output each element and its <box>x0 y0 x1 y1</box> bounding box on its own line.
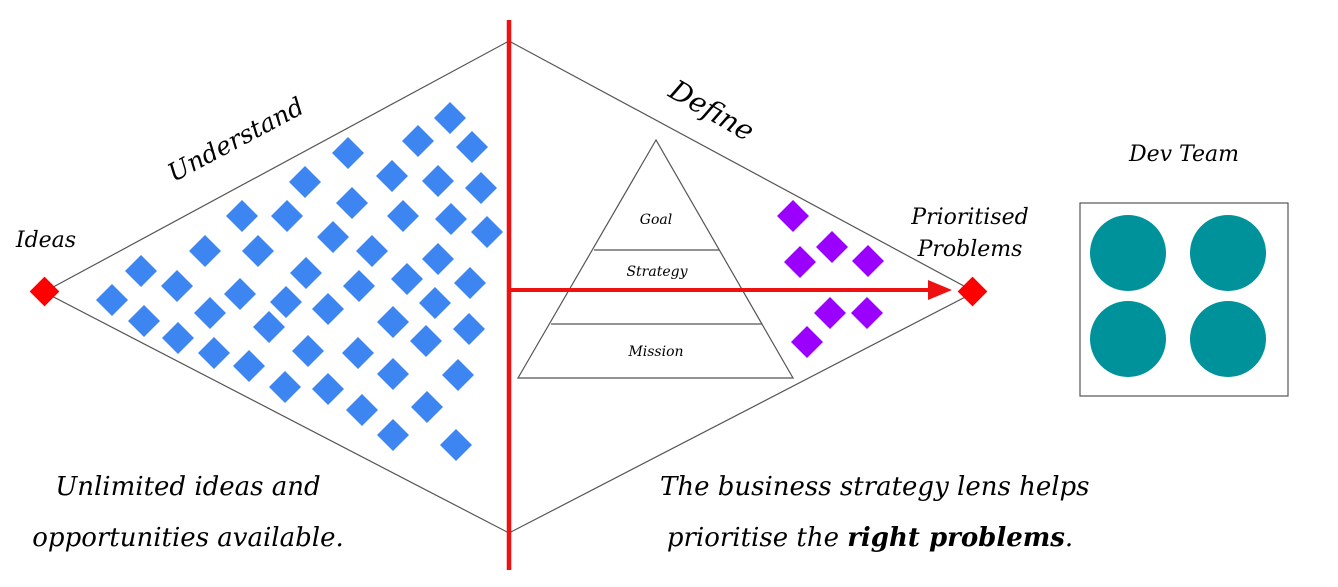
idea-diamond <box>292 335 324 367</box>
idea-diamond <box>269 371 301 403</box>
problem-diamond <box>851 297 883 329</box>
idea-diamond <box>376 160 408 192</box>
idea-diamond <box>198 337 230 369</box>
idea-diamond <box>194 297 226 329</box>
left-caption-line1: Unlimited ideas and <box>55 472 321 502</box>
idea-diamond <box>356 235 388 267</box>
left-caption: Unlimited ideas and opportunities availa… <box>28 462 348 564</box>
idea-diamond <box>411 391 443 423</box>
idea-diamond <box>422 243 454 275</box>
pyramid-goal-label: Goal <box>640 212 672 228</box>
idea-diamond <box>161 270 193 302</box>
team-member-circle <box>1190 301 1266 377</box>
idea-diamond <box>312 373 344 405</box>
idea-diamond <box>435 203 467 235</box>
ideas-endpoint-diamond <box>29 276 60 307</box>
left-caption-line2: opportunities available. <box>32 523 344 553</box>
idea-diamond <box>128 305 160 337</box>
problem-diamond <box>784 246 816 278</box>
prioritised-label-line1: Prioritised <box>910 205 1028 230</box>
pyramid-strategy-label: Strategy <box>626 264 688 280</box>
idea-diamond <box>189 235 221 267</box>
idea-diamond <box>471 216 503 248</box>
idea-diamond <box>377 419 409 451</box>
dev-team-members <box>1090 215 1266 377</box>
idea-diamond <box>410 325 442 357</box>
idea-diamond <box>342 337 374 369</box>
prioritise-arrow <box>509 280 952 300</box>
idea-diamond <box>336 187 368 219</box>
problem-diamond <box>791 326 823 358</box>
ideas-cluster <box>96 102 503 461</box>
idea-diamond <box>454 267 486 299</box>
pyramid-mission-label: Mission <box>627 344 683 360</box>
idea-diamond <box>253 311 285 343</box>
dev-team-label: Dev Team <box>1128 142 1239 167</box>
prioritised-label-line2: Problems <box>917 237 1023 262</box>
idea-diamond <box>332 137 364 169</box>
idea-diamond <box>346 394 378 426</box>
idea-diamond <box>377 306 409 338</box>
strategy-pyramid: Goal Strategy Mission <box>516 138 795 379</box>
idea-diamond <box>434 102 466 134</box>
define-label: Define <box>663 73 760 148</box>
idea-diamond <box>377 358 409 390</box>
idea-diamond <box>453 313 485 345</box>
right-caption-line2: prioritise the right problems. <box>660 513 1080 564</box>
right-caption-emphasis: right problems <box>847 523 1065 553</box>
idea-diamond <box>270 286 302 318</box>
problems-cluster <box>777 200 884 358</box>
right-caption: The business strategy lens helps priorit… <box>660 462 1090 564</box>
idea-diamond <box>242 235 274 267</box>
idea-diamond <box>422 165 454 197</box>
idea-diamond <box>312 293 344 325</box>
idea-diamond <box>440 429 472 461</box>
team-member-circle <box>1090 215 1166 291</box>
idea-diamond <box>162 322 194 354</box>
idea-diamond <box>456 131 488 163</box>
idea-diamond <box>402 125 434 157</box>
right-caption-suffix: . <box>1064 523 1074 553</box>
right-caption-prefix: prioritise the <box>666 523 848 553</box>
idea-diamond <box>289 166 321 198</box>
idea-diamond <box>391 263 423 295</box>
idea-diamond <box>317 221 349 253</box>
idea-diamond <box>343 270 375 302</box>
idea-diamond <box>271 200 303 232</box>
problem-diamond <box>777 200 809 232</box>
idea-diamond <box>290 257 322 289</box>
problems-endpoint-diamond <box>957 276 988 307</box>
idea-diamond <box>224 278 256 310</box>
right-caption-line1: The business strategy lens helps <box>660 472 1090 502</box>
idea-diamond <box>233 350 265 382</box>
idea-diamond <box>226 200 258 232</box>
idea-diamond <box>442 359 474 391</box>
arrow-head <box>928 280 952 300</box>
problem-diamond <box>814 297 846 329</box>
idea-diamond <box>387 200 419 232</box>
team-member-circle <box>1190 215 1266 291</box>
problem-diamond <box>852 245 884 277</box>
ideas-label: Ideas <box>15 228 76 253</box>
idea-diamond <box>419 287 451 319</box>
understand-label: Understand <box>163 92 309 188</box>
problem-diamond <box>816 231 848 263</box>
pyramid-outline <box>516 138 795 379</box>
idea-diamond <box>96 284 128 316</box>
team-member-circle <box>1090 301 1166 377</box>
idea-diamond <box>465 172 497 204</box>
idea-diamond <box>125 255 157 287</box>
